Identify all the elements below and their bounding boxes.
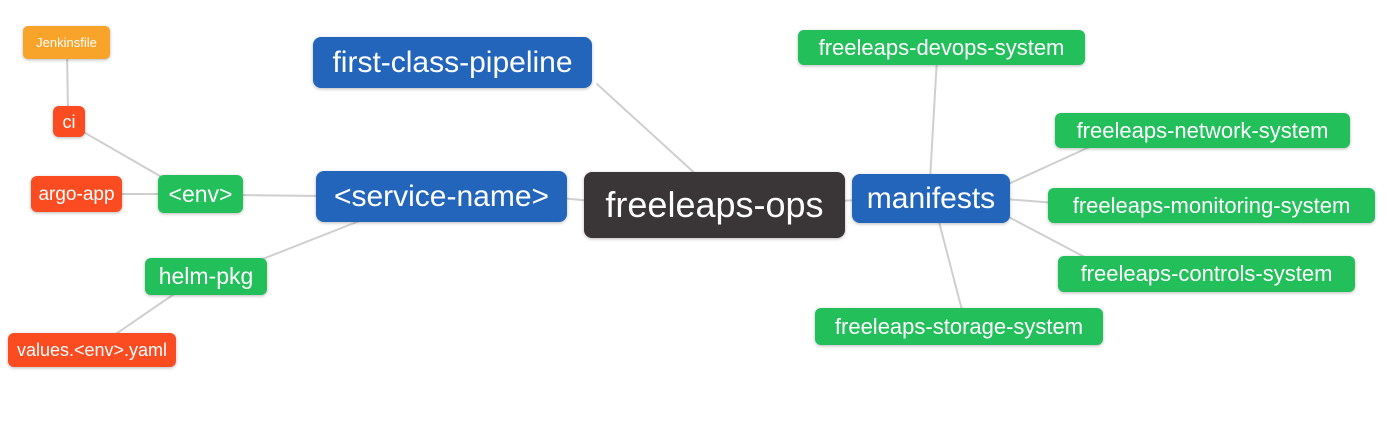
node-helm-pkg[interactable]: helm-pkg	[145, 258, 267, 295]
node-jenkinsfile[interactable]: Jenkinsfile	[23, 26, 110, 59]
edge-manifests-controls	[1002, 213, 1095, 263]
node-freeleaps-storage-system[interactable]: freeleaps-storage-system	[815, 308, 1103, 345]
edge-manifests-devops	[929, 57, 938, 181]
node-first-class-pipeline[interactable]: first-class-pipeline	[313, 37, 592, 88]
node-freeleaps-devops-system[interactable]: freeleaps-devops-system	[798, 30, 1085, 65]
edge-env-service-name	[235, 194, 323, 197]
node-freeleaps-controls-system[interactable]: freeleaps-controls-system	[1058, 256, 1355, 292]
edge-manifests-monitoring	[1003, 198, 1057, 204]
edge-service-name-helm-pkg	[249, 215, 373, 265]
node-values-env-yaml[interactable]: values.<env>.yaml	[8, 333, 176, 367]
node-service-name[interactable]: <service-name>	[316, 171, 567, 222]
node-freeleaps-monitoring-system[interactable]: freeleaps-monitoring-system	[1048, 188, 1375, 223]
node-argo-app[interactable]: argo-app	[31, 176, 122, 212]
node-manifests[interactable]: manifests	[852, 174, 1010, 223]
edge-helm-pkg-values	[109, 289, 181, 339]
node-ci[interactable]: ci	[53, 106, 85, 137]
node-freeleaps-ops[interactable]: freeleaps-ops	[584, 172, 845, 238]
node-freeleaps-network-system[interactable]: freeleaps-network-system	[1055, 113, 1350, 148]
edge-manifests-network	[1003, 143, 1097, 187]
edge-jenkinsfile-ci	[66, 49, 69, 113]
edge-manifests-storage	[937, 217, 964, 315]
node-env[interactable]: <env>	[158, 175, 243, 213]
edge-ci-env	[79, 129, 173, 184]
edge-pipeline-ops	[596, 83, 701, 179]
